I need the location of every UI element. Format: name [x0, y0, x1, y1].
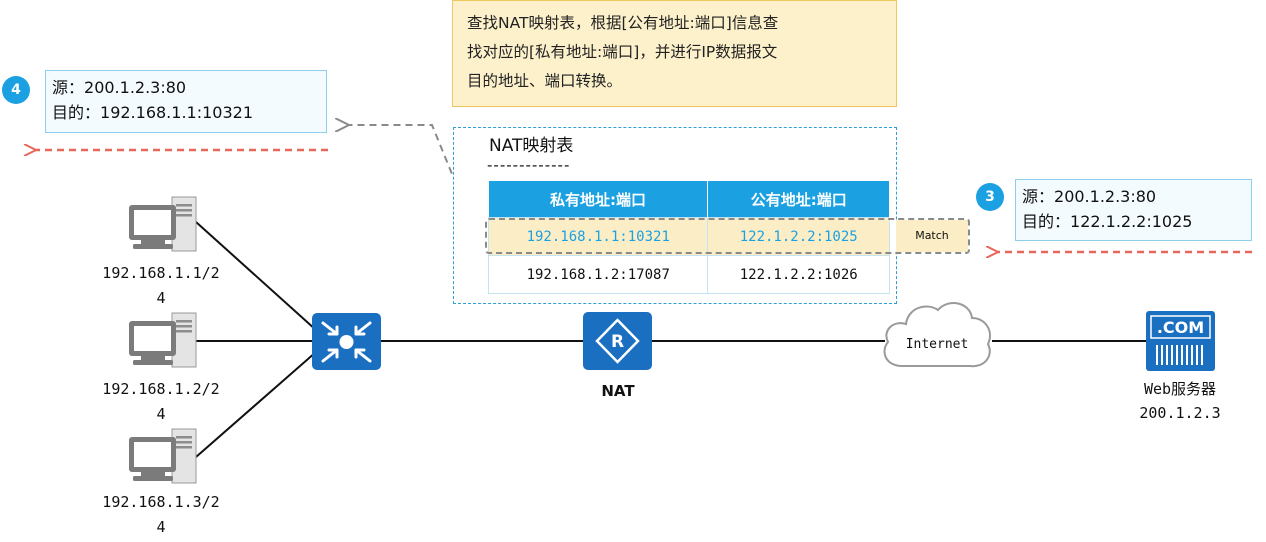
- link-pc3-switch: [195, 351, 317, 458]
- src-value: 200.1.2.3:80: [84, 78, 187, 97]
- pc-1-ip-suffix: 4: [156, 289, 166, 307]
- cell-public: 122.1.2.2:1026: [707, 255, 890, 294]
- link-pc1-switch: [195, 221, 317, 331]
- inbound-packet-box: 源：200.1.2.3:80 目的：122.1.2.2:1025: [1015, 179, 1252, 241]
- pc-3-label: 192.168.1.3/2 4: [86, 490, 236, 540]
- dst-label: 目的：: [52, 103, 101, 122]
- nat-table-header: 私有地址:端口 公有地址:端口: [488, 181, 890, 218]
- dst-value: 192.168.1.1:10321: [100, 103, 253, 122]
- pc-2: [128, 311, 200, 373]
- src-label: 源：: [1022, 187, 1055, 206]
- nat-label: NAT: [601, 382, 635, 400]
- server-name: Web服务器: [1143, 380, 1217, 398]
- router-icon: R: [583, 312, 652, 370]
- pc-icon: [129, 196, 197, 252]
- switch-icon: [312, 313, 381, 370]
- dst-label: 目的：: [1022, 212, 1071, 231]
- pc-3-ip: 192.168.1.3/2: [102, 493, 220, 511]
- translation-arrow: [347, 125, 471, 219]
- dst-value: 122.1.2.2:1025: [1070, 212, 1193, 231]
- pc-2-ip-suffix: 4: [156, 405, 166, 423]
- pc-icon: [129, 312, 197, 368]
- pc-1-ip: 192.168.1.1/2: [102, 264, 220, 282]
- switch-device: [312, 313, 381, 374]
- nat-router: R: [583, 312, 652, 374]
- cell-public: 122.1.2.2:1025: [707, 217, 890, 256]
- src-value: 200.1.2.3:80: [1054, 187, 1157, 206]
- internet-cloud: [878, 292, 996, 380]
- outbound-packet-box: 源：200.1.2.3:80 目的：192.168.1.1:10321: [45, 70, 327, 133]
- match-label: Match: [896, 220, 968, 252]
- header-public: 公有地址:端口: [707, 181, 890, 218]
- nat-table-row: 192.168.1.2:17087 122.1.2.2:1026: [487, 255, 890, 294]
- note-line-3: 目的地址、端口转换。: [467, 72, 623, 90]
- pc-1-label: 192.168.1.1/2 4: [86, 261, 236, 311]
- step-4-badge: 4: [2, 76, 30, 104]
- server-com-badge: .COM: [1156, 318, 1205, 337]
- web-server: .COM: [1146, 311, 1215, 371]
- nat-table-separator: -------------: [487, 156, 571, 174]
- translation-note: 查找NAT映射表，根据[公有地址:端口]信息查 找对应的[私有地址:端口]，并进…: [452, 0, 897, 107]
- note-line-1: 查找NAT映射表，根据[公有地址:端口]信息查: [467, 14, 779, 32]
- step-3-badge: 3: [976, 183, 1004, 211]
- cell-private: 192.168.1.1:10321: [487, 217, 709, 256]
- svg-text:R: R: [611, 332, 624, 352]
- pc-icon: [129, 428, 197, 484]
- match-highlight: [485, 218, 970, 254]
- header-private: 私有地址:端口: [488, 181, 709, 218]
- internet-label: Internet: [905, 337, 969, 352]
- cell-private: 192.168.1.2:17087: [487, 255, 709, 294]
- pc-2-label: 192.168.1.2/2 4: [86, 377, 236, 427]
- server-icon: [1146, 311, 1215, 371]
- nat-table-title: NAT映射表: [489, 136, 574, 156]
- nat-table: 私有地址:端口 公有地址:端口 192.168.1.1:10321 122.1.…: [487, 181, 890, 294]
- pc-1: [128, 195, 200, 257]
- pc-3-ip-suffix: 4: [156, 518, 166, 536]
- src-label: 源：: [52, 78, 85, 97]
- nat-table-row: 192.168.1.1:10321 122.1.2.2:1025: [487, 217, 890, 256]
- server-ip: 200.1.2.3: [1139, 404, 1221, 422]
- cloud-icon: [883, 302, 991, 368]
- pc-3: [128, 427, 200, 489]
- pc-2-ip: 192.168.1.2/2: [102, 380, 220, 398]
- server-label: Web服务器 200.1.2.3: [1110, 377, 1250, 425]
- note-line-2: 找对应的[私有地址:端口]，并进行IP数据报文: [467, 43, 778, 61]
